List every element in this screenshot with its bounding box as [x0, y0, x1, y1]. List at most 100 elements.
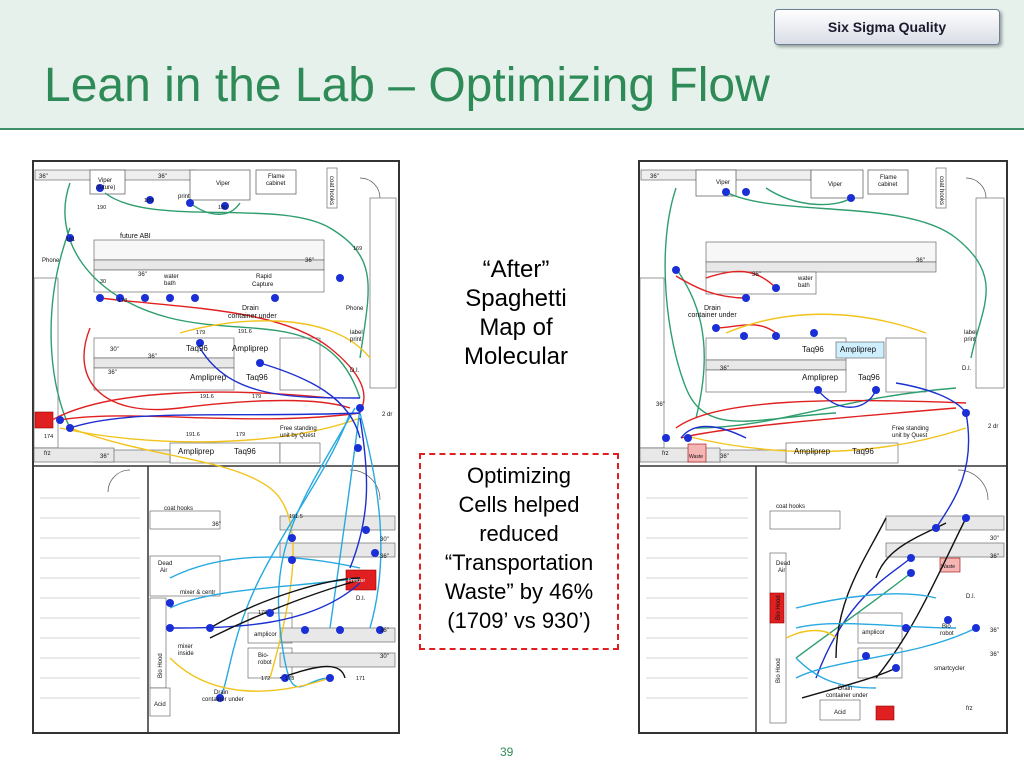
- label-rapid: Rapid: [256, 274, 272, 280]
- label-ampliprep-a: Ampliprep: [232, 344, 269, 353]
- num-3: 191: [66, 237, 75, 243]
- num-8: 191.6: [238, 329, 252, 335]
- transport-waste-callout: Optimizing Cells helped reduced “Transpo…: [419, 453, 619, 650]
- label-drain-2: container under: [228, 313, 277, 320]
- label-ampliprep-b: Ampliprep: [190, 373, 227, 382]
- after-label-taq96-a: Taq96: [802, 345, 824, 354]
- after-label-bio-robot: Bio: [942, 624, 951, 630]
- num-15: 172: [261, 676, 270, 682]
- after-label-ampliprep-b: Ampliprep: [802, 373, 839, 382]
- after-dim-3: 36": [720, 366, 729, 372]
- dim-3: 36": [138, 272, 147, 278]
- num-9: 191.6: [200, 394, 214, 400]
- label-water-bath-2: bath: [164, 281, 176, 287]
- num-12: 179: [236, 432, 245, 438]
- after-label-viper-a: Viper: [716, 180, 730, 186]
- after-label-water-bath-2: bath: [798, 283, 810, 289]
- after-label-bio-hood-2: Bio Hood: [776, 658, 782, 683]
- after-floor-plan-svg: Viper Viper Flame cabinet Drain containe…: [638, 160, 1008, 734]
- after-label-taq96-b: Taq96: [858, 373, 880, 382]
- after-label-drain-2: container under: [688, 312, 737, 319]
- dim-8: 36": [212, 522, 221, 528]
- num-1: 189: [144, 198, 153, 204]
- after-dim-0: 36": [650, 174, 659, 180]
- after-dim-7: 36": [990, 554, 999, 560]
- after-label-dead-air-2: Air: [778, 568, 785, 574]
- label-taq96-a: Taq96: [186, 344, 208, 353]
- num-2: 190: [218, 205, 227, 211]
- label-future-abi: future ABI: [120, 233, 151, 240]
- num-4: 169: [353, 246, 362, 252]
- after-label-flame-2: cabinet: [878, 182, 898, 188]
- num-5: 30: [100, 279, 106, 285]
- num-14: 191.5: [289, 514, 303, 520]
- callout-line-3: reduced: [479, 521, 559, 546]
- callout-line-1: Optimizing: [467, 463, 571, 488]
- label-rapid-2: Capture: [252, 282, 274, 288]
- label-freezer: Freezer: [348, 578, 366, 584]
- label-flame: Flame: [268, 174, 285, 180]
- label-frz: frz: [44, 451, 51, 457]
- slide-title: Lean in the Lab – Optimizing Flow: [44, 59, 770, 112]
- after-label-taq96-c: Taq96: [852, 447, 874, 456]
- after-label-di-2: D.I.: [966, 594, 976, 600]
- label-free-standing: Free standing: [280, 426, 317, 432]
- callout-line-2: Cells helped: [458, 492, 580, 517]
- after-label-bio-robot-2: robot: [940, 631, 954, 637]
- label-dead-air-2: Air: [160, 568, 167, 574]
- after-label-free-standing-2: unit by Quest: [892, 433, 928, 439]
- before-floor-plan: Viper (future) Viper Flame cabinet print…: [30, 158, 402, 736]
- dim-2: 36": [305, 258, 314, 264]
- after-dim-5: 36": [720, 454, 729, 460]
- label-bio-robot-2: robot: [258, 660, 272, 666]
- label-bio-robot: Bio-: [258, 653, 269, 659]
- label-water-bath: water: [163, 274, 179, 280]
- after-label-drain-lower-2: container under: [826, 693, 868, 699]
- after-label-di: D.I.: [962, 366, 972, 372]
- num-10: 179: [252, 394, 261, 400]
- label-label-print: label: [350, 330, 363, 336]
- label-di-2: D.I.: [356, 596, 366, 602]
- label-viper-future: Viper: [98, 178, 112, 184]
- after-label-waste: Waste: [689, 454, 703, 460]
- label-drain-lower-2: container under: [202, 697, 244, 703]
- label-phone-2: Phone: [346, 306, 364, 312]
- label-print: print: [178, 194, 190, 200]
- label-mixer: mixer & centr: [180, 590, 215, 596]
- after-caption: “After” Spaghetti Map of Molecular: [440, 255, 592, 371]
- dim-4: 30": [110, 347, 119, 353]
- dim-12: 30": [380, 654, 389, 660]
- callout-line-6: (1709’ vs 930’): [447, 608, 591, 633]
- label-coat-hooks-lower: coat hooks: [164, 506, 193, 512]
- after-label-ampliprep-c: Ampliprep: [794, 447, 831, 456]
- after-label-flame: Flame: [880, 175, 897, 181]
- label-drain-lower: Drain: [214, 690, 228, 696]
- dim-5: 36": [148, 354, 157, 360]
- label-viper: Viper: [216, 181, 230, 187]
- label-label-print-2: print: [350, 337, 362, 343]
- after-dim-1: 36": [916, 258, 925, 264]
- after-label-water-bath: water: [797, 276, 813, 282]
- after-label-dead-air: Dead: [776, 561, 790, 567]
- after-label-acid: Acid: [834, 710, 846, 716]
- after-dim-8: 36": [990, 628, 999, 634]
- num-13: 174: [44, 434, 53, 440]
- label-di: D.I.: [350, 368, 360, 374]
- after-label-ampliprep-a: Ampliprep: [840, 345, 877, 354]
- after-label-smartcycler: smartcycler: [934, 666, 965, 672]
- page-number: 39: [500, 745, 514, 759]
- after-label-fridge: 2 dr: [988, 424, 998, 430]
- after-label-amplicor: amplicor: [862, 630, 885, 636]
- after-label-bio-hood: Bio Hood: [776, 595, 782, 620]
- num-0: 190: [97, 205, 106, 211]
- label-drain: Drain: [242, 305, 259, 312]
- label-fridge: 2 dr: [382, 412, 392, 418]
- dim-6: 36": [108, 370, 117, 376]
- dim-9: 30": [380, 537, 389, 543]
- after-floor-plan: Viper Viper Flame cabinet Drain containe…: [636, 158, 1010, 736]
- caption-line-4: Molecular: [463, 343, 569, 370]
- label-mixer-inside: mixer: [178, 644, 193, 650]
- callout-line-4: “Transportation: [444, 550, 594, 575]
- after-label-free-standing: Free standing: [892, 426, 929, 432]
- after-label-waste-2: Waste: [941, 564, 955, 570]
